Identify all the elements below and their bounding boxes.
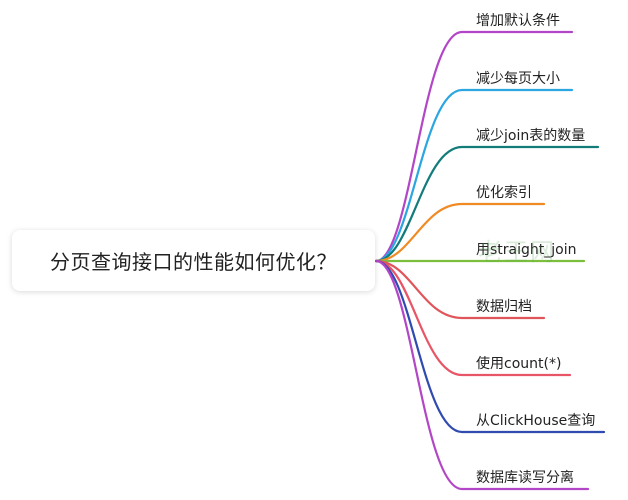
branch-edge bbox=[374, 88, 574, 263]
branch-node-label[interactable]: 优化索引 bbox=[476, 185, 532, 201]
branch-node-label[interactable]: 减少join表的数量 bbox=[476, 128, 586, 144]
root-node[interactable]: 分页查询接口的性能如何优化？ bbox=[12, 230, 375, 291]
branch-node-label[interactable]: 用straight_join bbox=[476, 242, 577, 258]
branch-node-label[interactable]: 从ClickHouse查询 bbox=[476, 413, 596, 429]
branch-edge bbox=[374, 202, 546, 263]
branch-node-label[interactable]: 使用count(*) bbox=[476, 356, 562, 372]
branch-edge bbox=[374, 259, 606, 434]
branch-edge bbox=[374, 259, 590, 491]
branch-node-label[interactable]: 数据归档 bbox=[476, 299, 532, 315]
branch-node-label[interactable]: 增加默认条件 bbox=[476, 13, 560, 29]
branch-edge bbox=[374, 145, 600, 263]
root-node-label: 分页查询接口的性能如何优化？ bbox=[50, 250, 337, 274]
watermark: 老王网 bbox=[478, 238, 556, 266]
branch-edge bbox=[374, 30, 574, 263]
branch-edge bbox=[374, 259, 572, 377]
branch-node-label[interactable]: 数据库读写分离 bbox=[476, 470, 574, 486]
branch-edge bbox=[374, 259, 546, 320]
branch-node-label[interactable]: 减少每页大小 bbox=[476, 71, 560, 87]
